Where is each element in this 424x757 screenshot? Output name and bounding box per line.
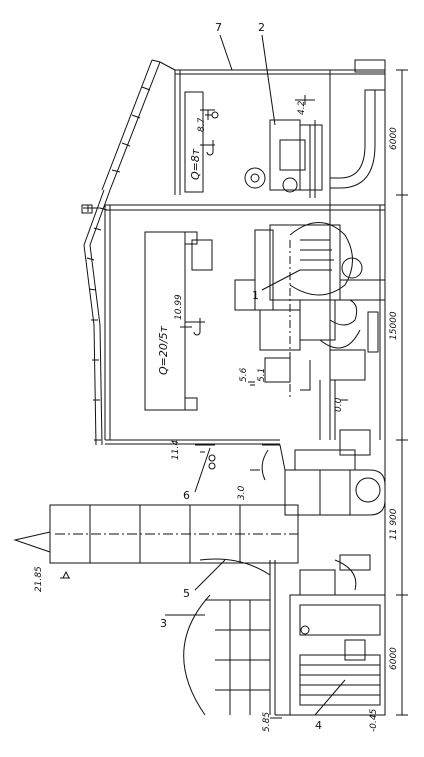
callout-5: 5 [183, 587, 190, 600]
elevation-crane-rail-large: 10.99 [174, 294, 184, 320]
callout-6: 6 [183, 489, 190, 502]
elevation-mid-b: 5.1 [257, 367, 267, 382]
elevation-left-base: -0.45 [369, 708, 379, 732]
chimney-5 [13, 504, 299, 564]
elevation-floor-right: 0.0 [334, 397, 344, 412]
elevation-markers [60, 95, 348, 719]
callout-leaders [165, 34, 346, 716]
callout-4: 4 [315, 719, 322, 732]
elevation-crane-rail-small: 8.7 [197, 117, 207, 132]
right-dimension-line [396, 69, 408, 716]
dimension-span-mid: 11 900 [389, 508, 399, 541]
building-7-frame [101, 59, 386, 198]
callout-2: 2 [258, 21, 265, 34]
dimension-span-right: 6000 [389, 127, 399, 150]
building-6-frame [195, 429, 386, 516]
crane-capacity-small: Q=8т [189, 148, 202, 180]
elevation-stack-top: 21.85 [34, 566, 44, 592]
building-1-frame [81, 70, 386, 715]
elevation-left-mid: 3.0 [237, 485, 247, 500]
crane-capacity-large: Q=20/5т [157, 326, 170, 375]
callout-3: 3 [160, 617, 167, 630]
elevation-roof-small: 4.2 [297, 100, 307, 115]
elevation-left-low: 5.85 [262, 711, 272, 732]
elevation-left-top: 11.4 [171, 439, 181, 460]
dimension-span-main: 15000 [389, 311, 399, 340]
callout-1: 1 [252, 289, 259, 302]
callout-7: 7 [215, 21, 222, 34]
boiler-house-3-4 [183, 554, 386, 716]
elevation-mid-a: 5.6 [239, 367, 249, 382]
dimension-span-left: 6000 [389, 647, 399, 670]
